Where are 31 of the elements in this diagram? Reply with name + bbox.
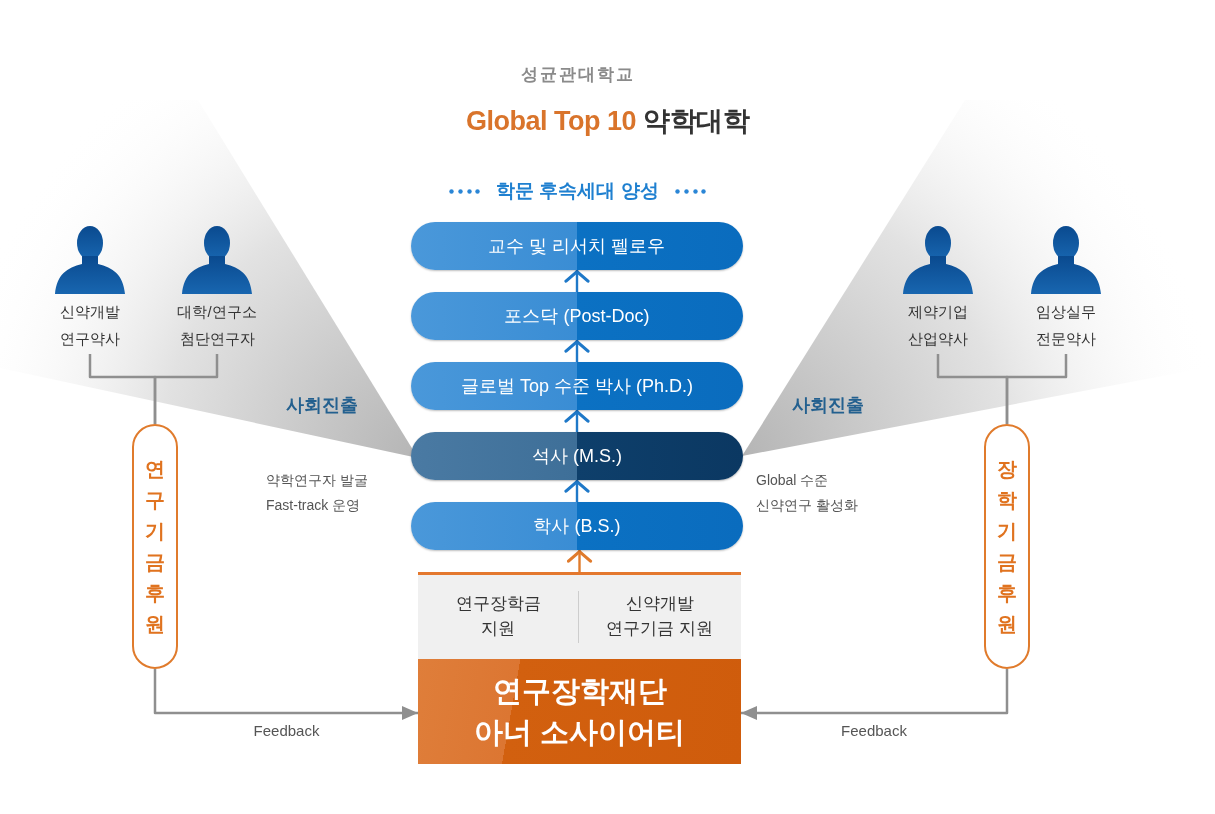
stage-pill: 교수 및 리서치 펠로우 [411, 222, 743, 270]
beam-label: 사회진출 [286, 394, 358, 417]
note-text: Global 수준 신약연구 활성화 [756, 471, 859, 516]
section-heading: 학문 후속세대 양성 [496, 179, 659, 203]
chevron-arrow [564, 480, 590, 502]
chevron-arrow [564, 410, 590, 432]
stage-pill: 석사 (M.S.) [411, 432, 743, 480]
connector-line [153, 354, 219, 424]
role-caption: 대학/연구소 첨단연구자 [176, 302, 258, 349]
chevron-arrow [564, 270, 590, 292]
university-name: 성균관대학교 [520, 64, 635, 86]
funding-item: 신약개발 연구기금 지원 [605, 593, 714, 640]
chevron-arrow [566, 550, 593, 572]
vertical-pill: 연구기금후원 [132, 424, 178, 669]
stage-pill: 학사 (B.S.) [411, 502, 743, 550]
funding-item: 연구장학금 지원 [454, 593, 542, 640]
role-caption: 제약기업 산업약사 [907, 302, 969, 349]
stage-pill: 글로벌 Top 수준 박사 (Ph.D.) [411, 362, 743, 410]
role-caption: 임상실무 전문약사 [1035, 302, 1097, 349]
chevron-arrow [564, 340, 590, 362]
note-text: 약학연구자 발굴 Fast-track 운영 [266, 471, 369, 516]
feedback-arrow [153, 669, 418, 720]
funding-panel [418, 572, 741, 764]
beam-label: 사회진출 [792, 394, 864, 417]
connector-line [1005, 354, 1068, 424]
vertical-pill: 장학기금후원 [984, 424, 1030, 669]
stage-pill: 포스닥 (Post-Doc) [411, 292, 743, 340]
feedback-arrow [741, 669, 1009, 720]
title: Global Top 10 약학대학 [466, 105, 749, 138]
foundation-banner: 연구장학재단 아너 소사이어티 [418, 659, 741, 764]
role-caption: 신약개발 연구약사 [59, 302, 121, 349]
